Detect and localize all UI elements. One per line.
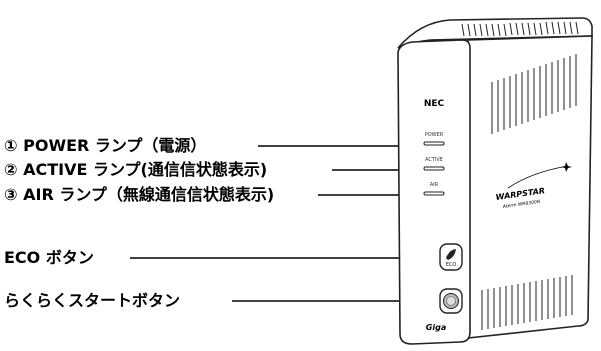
callout-power-lamp: ① POWER ランプ（電源） <box>4 136 207 155</box>
callout-air-lamp: ③ AIR ランプ（無線通信信状態表示) <box>4 185 275 204</box>
eco-button-label: ECO <box>446 262 457 268</box>
air-lamp <box>423 191 445 196</box>
active-lamp-label: ACTIVE <box>425 157 443 163</box>
power-lamp <box>423 141 445 146</box>
eco-button[interactable]: ECO <box>439 243 463 271</box>
air-lamp-label: AIR <box>430 182 439 188</box>
upper-side-vents <box>491 54 577 134</box>
power-lamp-label: POWER <box>425 132 444 138</box>
active-lamp <box>423 166 445 171</box>
leaf-icon <box>446 249 456 260</box>
giga-mark: Giga <box>426 323 446 332</box>
top-vents <box>461 21 579 37</box>
logo-swoosh <box>507 165 569 189</box>
callout-eco-button: ECO ボタン <box>4 248 94 267</box>
callout-active-lamp: ② ACTIVE ランプ(通信信状態表示) <box>4 160 268 179</box>
lower-side-vents <box>481 275 573 330</box>
callout-raku-start-button: らくらくスタートボタン <box>4 291 181 310</box>
star-icon <box>561 162 572 172</box>
raku-start-button[interactable] <box>439 288 463 314</box>
brand-logo: NEC <box>424 99 445 109</box>
model-name-text: Aterm WR8300N <box>501 199 541 210</box>
router-body <box>397 17 593 345</box>
